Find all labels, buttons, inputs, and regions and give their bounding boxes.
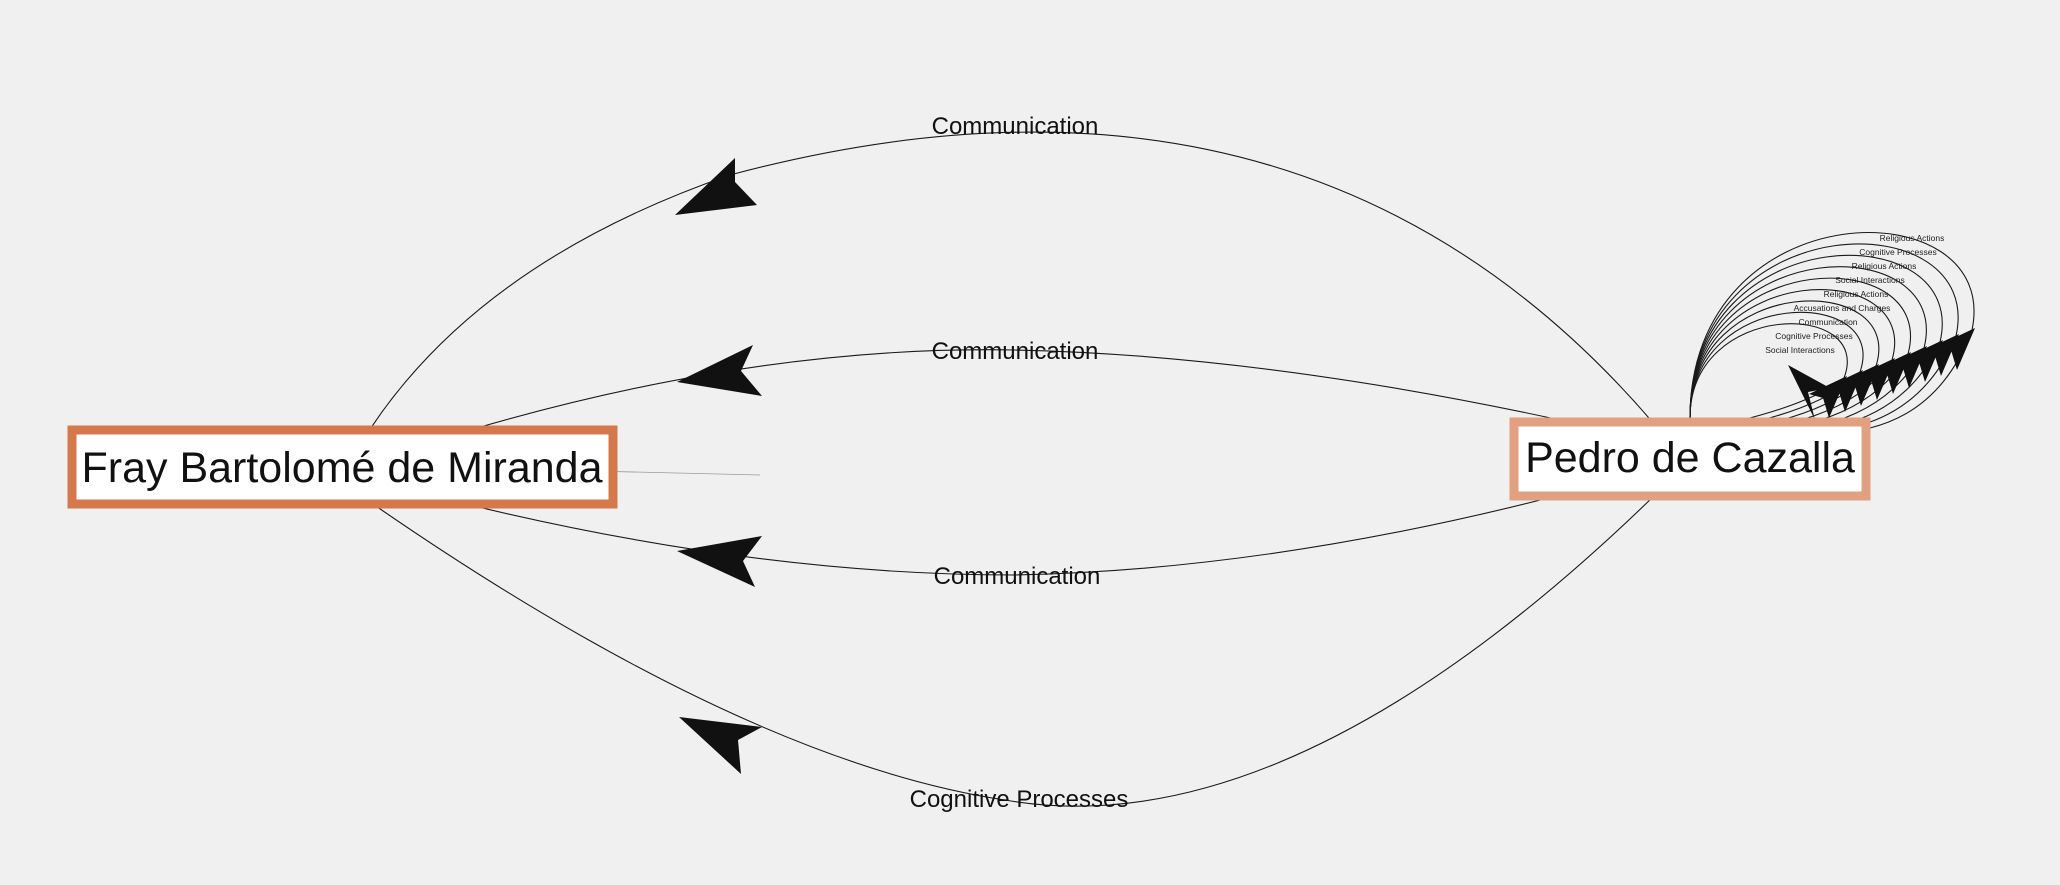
arrowhead-icon — [1889, 346, 1927, 388]
arrowhead-icon — [1905, 340, 1943, 382]
self-loop-label: Religious Actions — [1852, 261, 1917, 271]
edge-label: Communication — [932, 113, 1099, 140]
edge-label: Communication — [934, 563, 1101, 590]
self-loop-edge[interactable]: Social Interactions — [1689, 323, 1848, 421]
arrowhead-icon — [1788, 365, 1830, 420]
self-loop-edge[interactable]: Social Interactions — [1689, 266, 1927, 426]
self-loop-edge[interactable]: Cognitive Processes — [1689, 243, 1959, 428]
self-loop-label: Social Interactions — [1765, 345, 1834, 355]
self-loop-label: Cognitive Processes — [1859, 247, 1936, 257]
edge-label: Cognitive Processes — [910, 786, 1129, 813]
self-loop-label: Religious Actions — [1880, 233, 1945, 243]
node-label: Fray Bartolomé de Miranda — [82, 444, 603, 492]
node-pedro-de-cazalla[interactable]: Pedro de Cazalla — [1509, 417, 1871, 501]
self-loop-edge[interactable]: Religious Actions — [1689, 231, 1975, 429]
arrowhead-icon — [677, 536, 762, 587]
arrowhead-icon — [675, 158, 757, 215]
self-loop-label: Accusations and Charges — [1794, 303, 1891, 313]
self-loop-edge[interactable]: Religious Actions — [1689, 277, 1911, 425]
node-box — [1509, 417, 1871, 501]
self-loop-edge[interactable]: Religious Actions — [1689, 254, 1943, 427]
node-box — [67, 425, 618, 509]
self-loop-label: Cognitive Processes — [1775, 331, 1852, 341]
edge-communication-2[interactable]: Communication — [469, 338, 1561, 431]
arrowhead-icon — [1937, 328, 1975, 370]
self-loop-label: Social Interactions — [1835, 275, 1904, 285]
arrowhead-icon — [1873, 352, 1911, 394]
self-loop-label: Religious Actions — [1824, 289, 1889, 299]
arrowhead-icon — [1921, 334, 1959, 376]
arrowhead-icon — [677, 345, 762, 396]
arrowhead-icon — [679, 717, 762, 774]
self-loop-edge[interactable]: Cognitive Processes — [1689, 311, 1864, 422]
self-loop-label: Communication — [1798, 317, 1857, 327]
arrowhead-icon — [1809, 376, 1847, 418]
arrowhead-icon — [1825, 370, 1863, 412]
node-label: Pedro de Cazalla — [1525, 434, 1855, 482]
edge-communication-3[interactable]: Communication — [469, 494, 1561, 590]
edge-cognitive-processes[interactable]: Cognitive Processes — [359, 494, 1656, 813]
edges: Communication Communication Communicatio… — [359, 113, 1656, 813]
edge-label: Communication — [932, 338, 1099, 365]
node-fray-bartolome[interactable]: Fray Bartolomé de Miranda — [67, 425, 618, 509]
self-loop-edge[interactable]: Communication — [1689, 300, 1880, 423]
edge-communication-1[interactable]: Communication — [359, 113, 1656, 446]
arrowhead-icon — [1857, 358, 1895, 400]
arrowhead-icon — [1841, 364, 1879, 406]
